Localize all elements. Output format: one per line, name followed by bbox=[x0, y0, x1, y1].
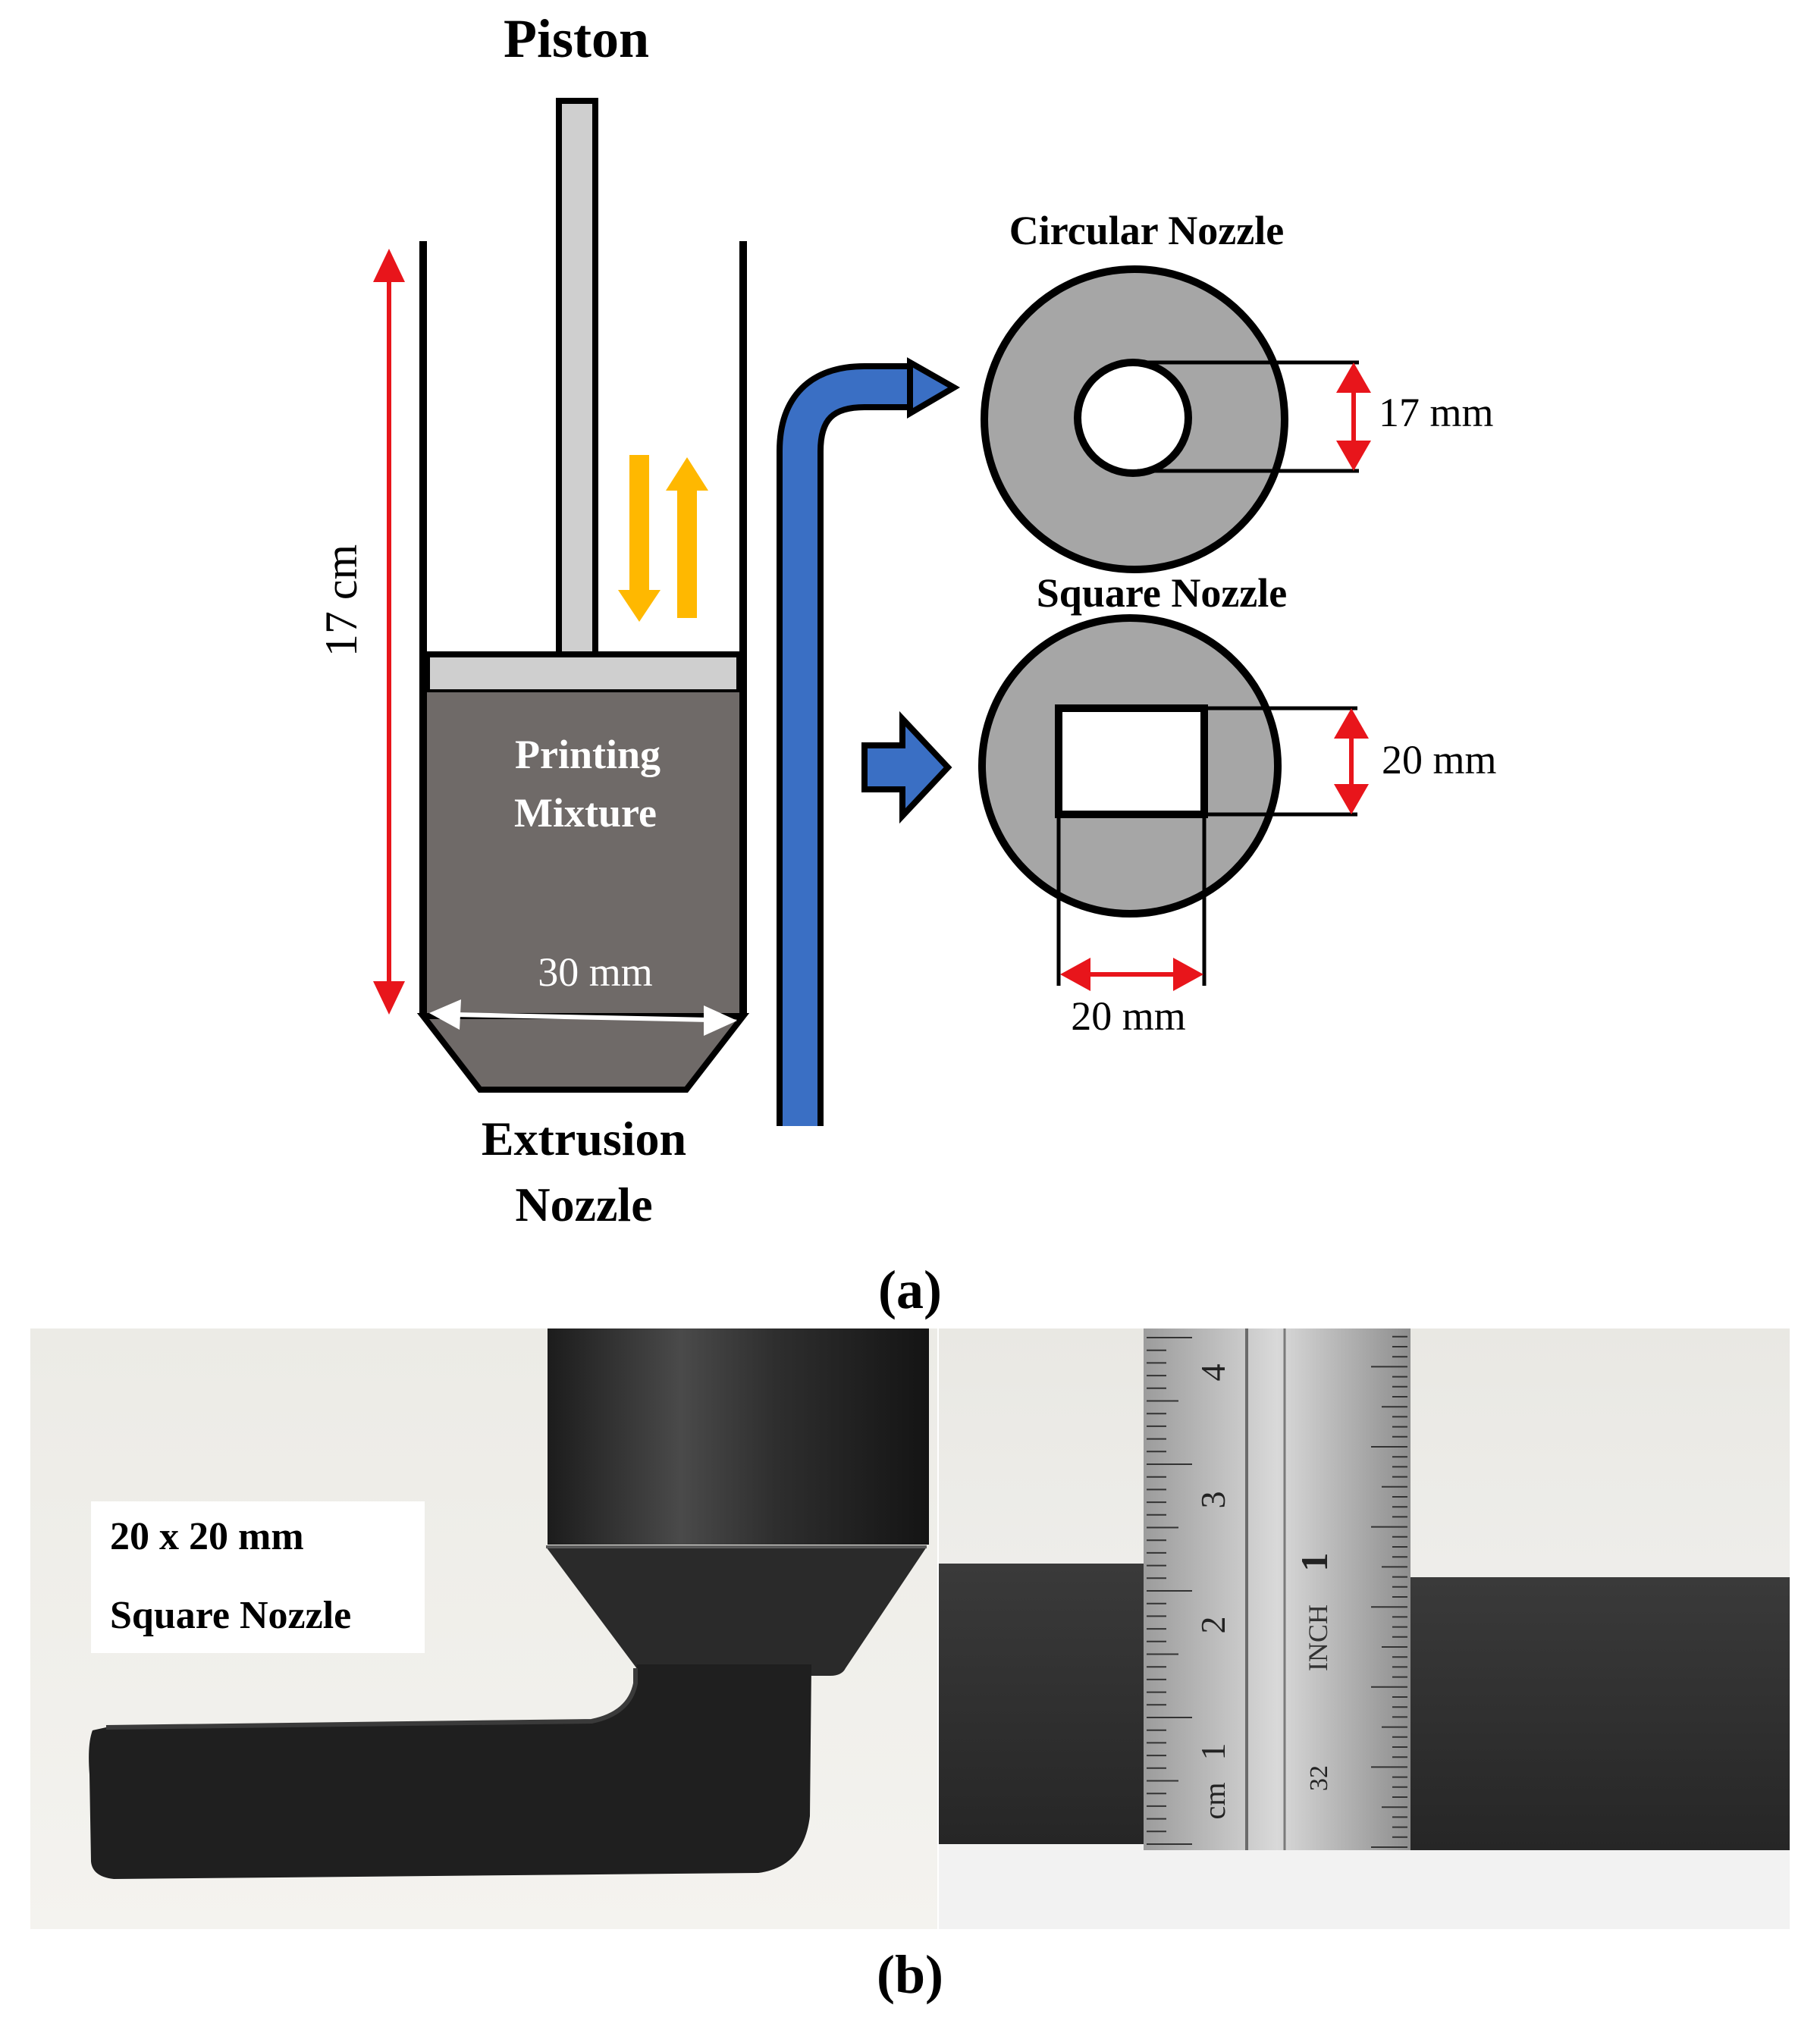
photo-extrusion: 20 x 20 mm Square Nozzle bbox=[30, 1328, 937, 1929]
extrusion-label-line2: Nozzle bbox=[515, 1178, 652, 1231]
photo-ruler: cm 1 2 3 4 INCH 32 1 bbox=[939, 1328, 1790, 1929]
square-dim-horizontal-label: 20 mm bbox=[1071, 993, 1186, 1039]
photo-label-line1: 20 x 20 mm bbox=[110, 1515, 304, 1558]
square-vertical-dimension-arrow bbox=[1334, 708, 1369, 814]
circular-nozzle bbox=[981, 265, 1359, 573]
ruler-cm-1: 1 bbox=[1194, 1743, 1232, 1761]
circular-dim-label: 17 mm bbox=[1379, 390, 1494, 435]
circular-nozzle-title: Circular Nozzle bbox=[1009, 208, 1284, 253]
ruler-cm-2: 2 bbox=[1194, 1617, 1232, 1634]
mixture-label-line1: Printing bbox=[515, 732, 661, 777]
extruded-filament bbox=[89, 1664, 812, 1879]
ruler-ticks bbox=[1147, 1335, 1407, 1848]
extrusion-label-line1: Extrusion bbox=[482, 1112, 686, 1165]
ruler-inch-unit: INCH bbox=[1303, 1605, 1333, 1671]
mixture-label-line2: Mixture bbox=[514, 790, 657, 836]
piston-label: Piston bbox=[504, 8, 649, 69]
width-dimension-arrow bbox=[429, 999, 737, 1036]
printing-mixture bbox=[427, 692, 739, 1016]
piston-motion-arrows bbox=[618, 455, 708, 622]
panel-b: 20 x 20 mm Square Nozzle cm 1 2 3 4 INCH… bbox=[30, 1328, 1790, 2005]
extrusion-nozzle bbox=[416, 1013, 750, 1093]
flow-pipe-arrow bbox=[777, 357, 960, 1126]
square-flow-arrow bbox=[861, 711, 952, 824]
steel-ruler bbox=[1144, 1328, 1410, 1850]
square-nozzle-title: Square Nozzle bbox=[1037, 570, 1287, 616]
ruler-inch-32: 32 bbox=[1305, 1765, 1333, 1791]
caption-b: (b) bbox=[877, 1944, 943, 2005]
photo-label-line2: Square Nozzle bbox=[110, 1594, 351, 1637]
square-horizontal-dimension-arrow bbox=[1060, 958, 1203, 991]
printed-slab-right bbox=[1410, 1577, 1790, 1852]
square-nozzle bbox=[978, 614, 1357, 986]
piston-rod bbox=[556, 98, 598, 657]
width-label: 30 mm bbox=[538, 949, 653, 995]
ruler-cm-unit: cm bbox=[1197, 1783, 1232, 1820]
photo-label-box bbox=[91, 1501, 425, 1653]
height-label: 17 cm bbox=[316, 544, 366, 657]
caption-a: (a) bbox=[878, 1259, 942, 1320]
piston-head bbox=[424, 651, 742, 695]
ruler-cm-4: 4 bbox=[1194, 1364, 1232, 1382]
circular-dimension-arrow bbox=[1336, 362, 1371, 471]
printed-slab-left bbox=[939, 1564, 1144, 1844]
ruler-inch-1: 1 bbox=[1293, 1553, 1335, 1572]
nozzle-taper bbox=[546, 1547, 927, 1676]
panel-a: Piston Printing Mixture 30 mm Extrusion … bbox=[316, 8, 1497, 1320]
ruler-cm-3: 3 bbox=[1194, 1492, 1232, 1509]
square-dim-vertical-label: 20 mm bbox=[1382, 737, 1497, 783]
height-dimension-arrow bbox=[373, 249, 405, 1015]
